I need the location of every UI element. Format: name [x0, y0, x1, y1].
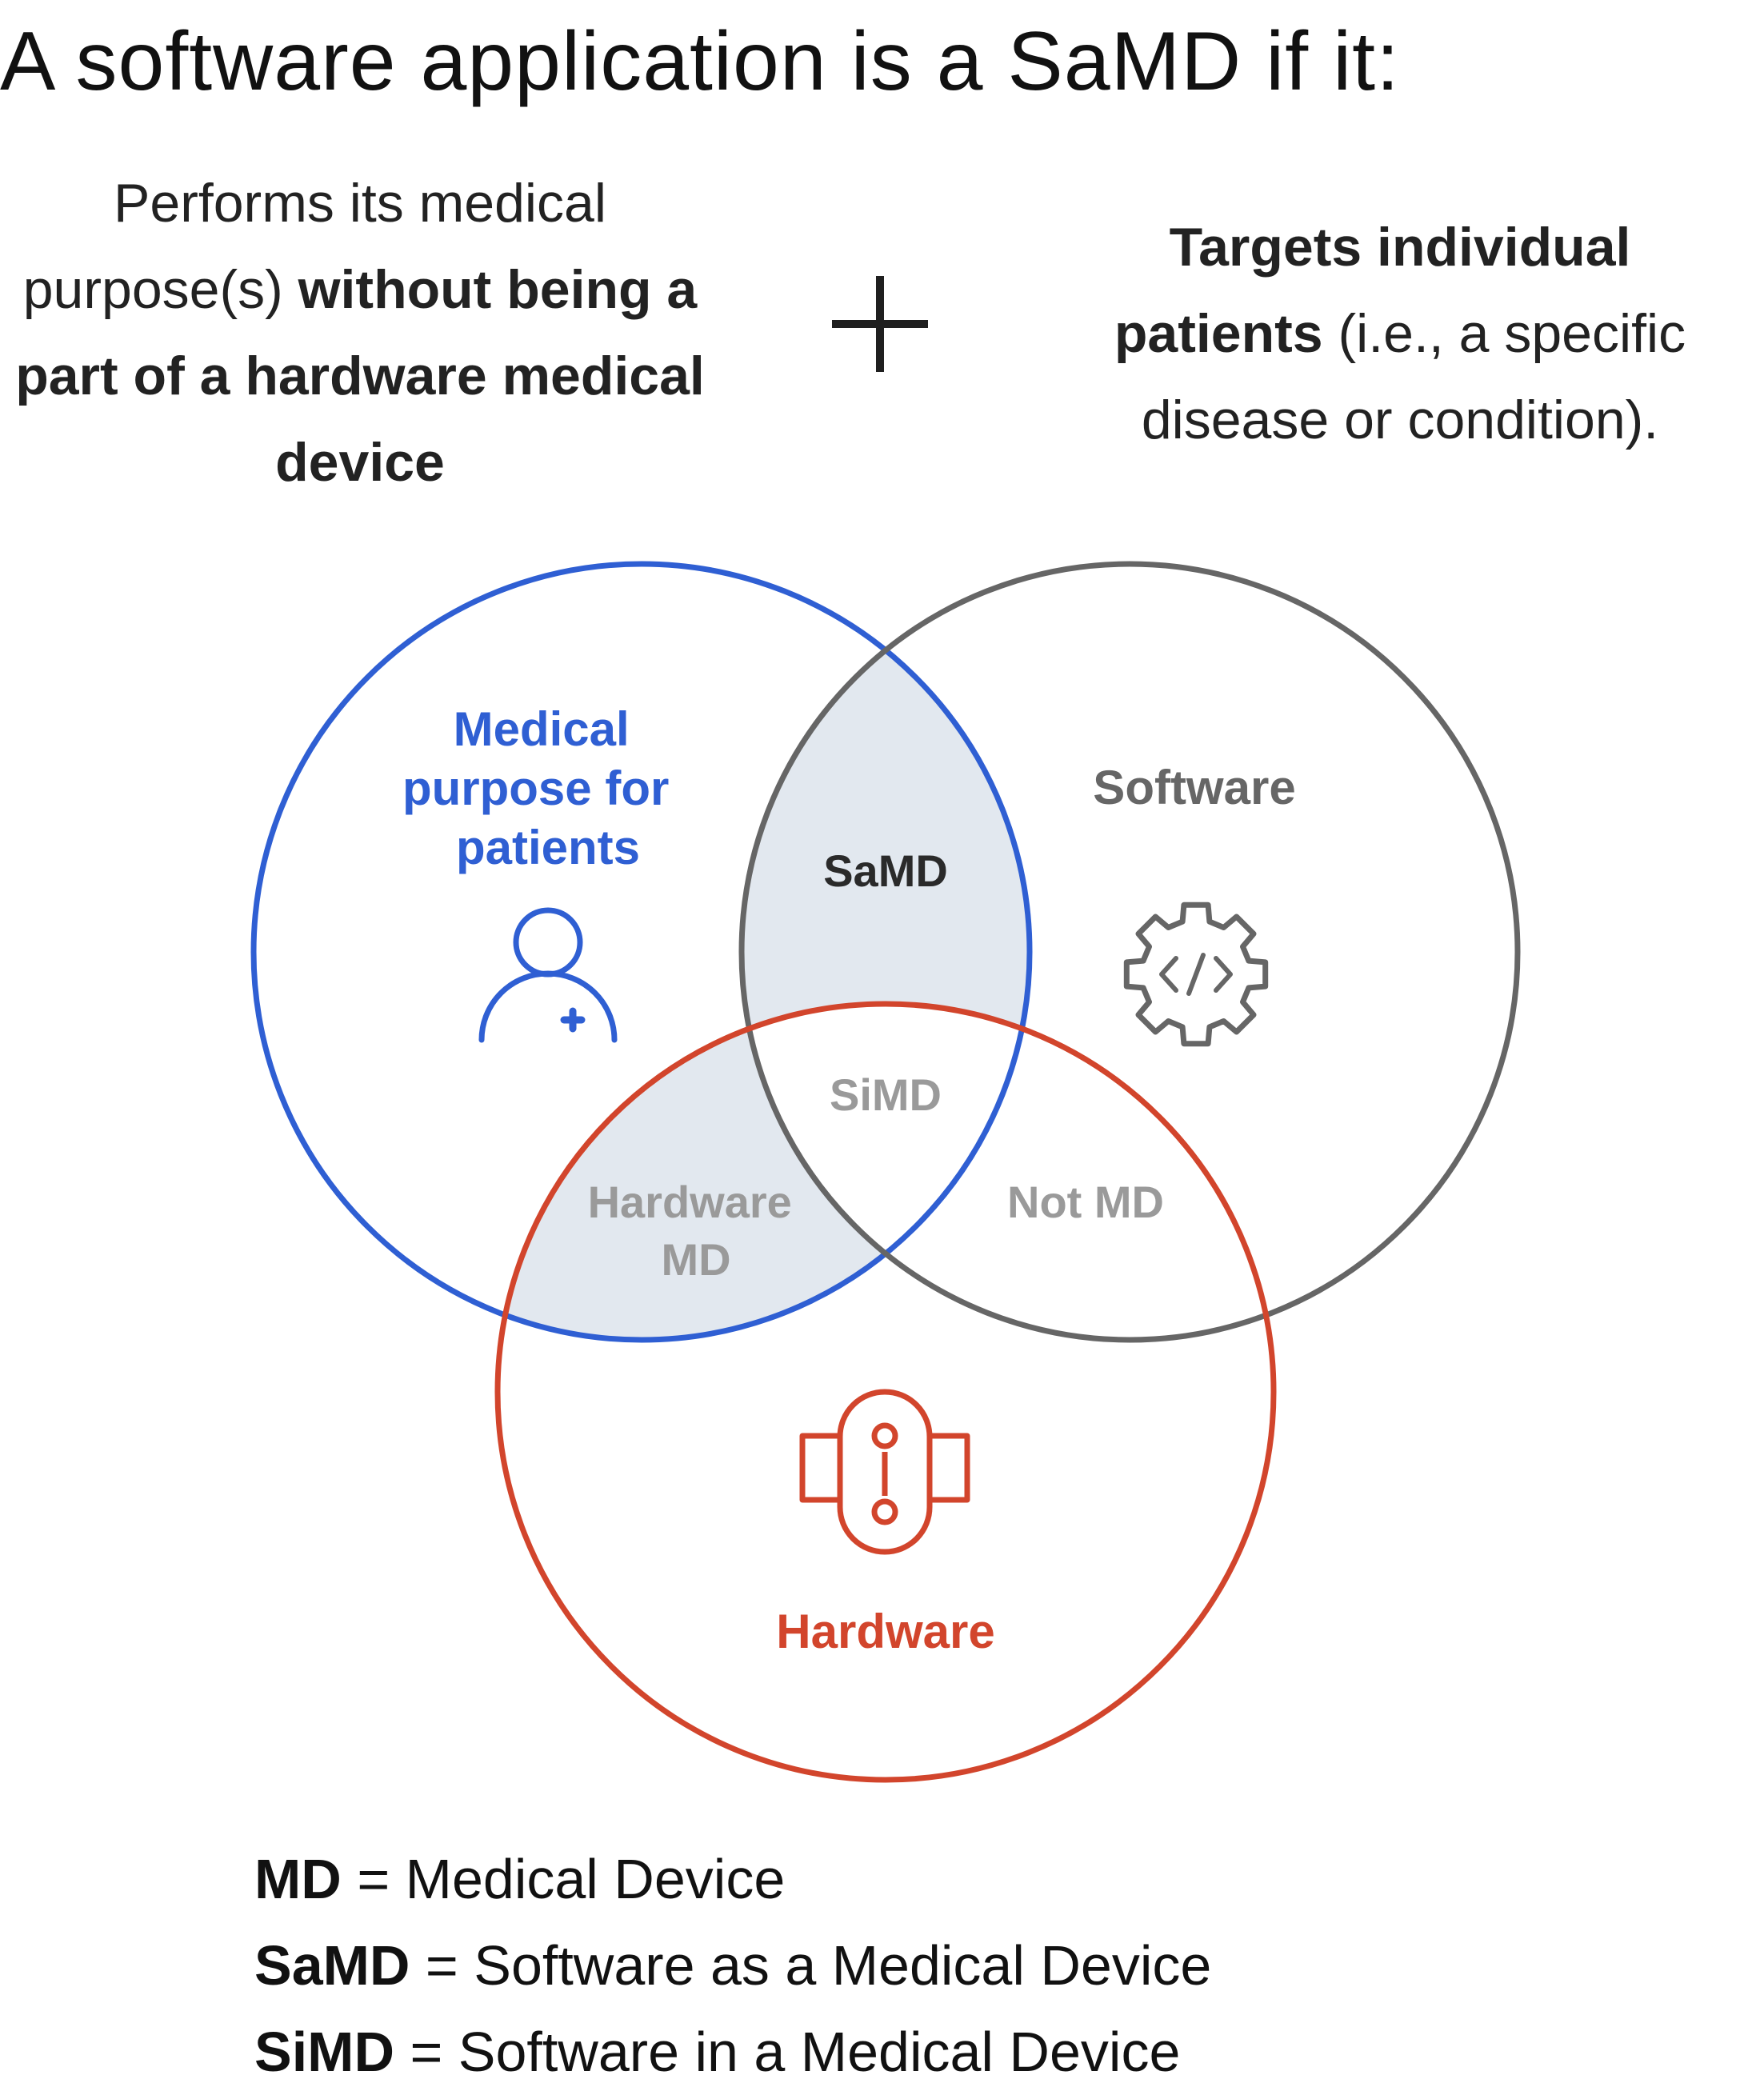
hardware-label: Hardware: [776, 1605, 994, 1658]
plus-icon: [832, 276, 928, 372]
legend: MD = Medical Device SaMD = Software as a…: [254, 1836, 1211, 2095]
simd-region-label: SiMD: [830, 1069, 942, 1120]
samd-region-fill: [498, 564, 1030, 1340]
legend-row-samd: SaMD = Software as a Medical Device: [254, 1922, 1211, 2009]
hardware-device-icon: [799, 1389, 970, 1555]
legend-row-simd: SiMD = Software in a Medical Device: [254, 2009, 1211, 2095]
criterion-patients: Targets individual patients (i.e., a spe…: [1064, 204, 1736, 463]
hardware-md-label-line-1: Hardware: [588, 1177, 792, 1227]
hardware-circle: [494, 1001, 1277, 1783]
legend-def-simd: = Software in a Medical Device: [394, 2021, 1181, 2083]
patient-plus-icon: [478, 907, 618, 1043]
medical-purpose-circle: [250, 561, 1033, 1343]
criterion-standalone-intro: Performs its medical purpose(s): [22, 173, 606, 320]
criterion-standalone-bold: without being a part of a hardware medic…: [15, 259, 705, 493]
legend-def-md: = Medical Device: [341, 1848, 786, 1910]
legend-term-simd: SiMD: [254, 2021, 394, 2083]
medical-purpose-label-line-2: purpose for: [402, 762, 669, 815]
software-circle: [738, 561, 1521, 1343]
criterion-patients-bold: Targets individual patients: [1114, 217, 1631, 364]
legend-term-samd: SaMD: [254, 1934, 410, 1997]
legend-def-samd: = Software as a Medical Device: [410, 1934, 1212, 1997]
medical-purpose-label-line-3: patients: [456, 821, 640, 874]
criterion-patients-rest: (i.e., a specific disease or condition).: [1141, 303, 1686, 450]
hardware-md-label-line-2: MD: [661, 1234, 730, 1285]
samd-region-label: SaMD: [823, 846, 948, 896]
not-md-region-label: Not MD: [1007, 1177, 1164, 1227]
code-gear-icon: [1123, 902, 1269, 1047]
page-title: A software application is a SaMD if it:: [0, 15, 1400, 108]
medical-purpose-label-line-1: Medical: [454, 702, 630, 756]
legend-row-md: MD = Medical Device: [254, 1836, 1211, 1922]
criterion-standalone: Performs its medical purpose(s) without …: [0, 160, 720, 506]
legend-term-md: MD: [254, 1848, 342, 1910]
hardware-md-region-label: Hardware MD: [588, 1177, 805, 1285]
medical-purpose-label: Medical purpose for patients: [402, 702, 682, 874]
software-label: Software: [1093, 761, 1295, 814]
